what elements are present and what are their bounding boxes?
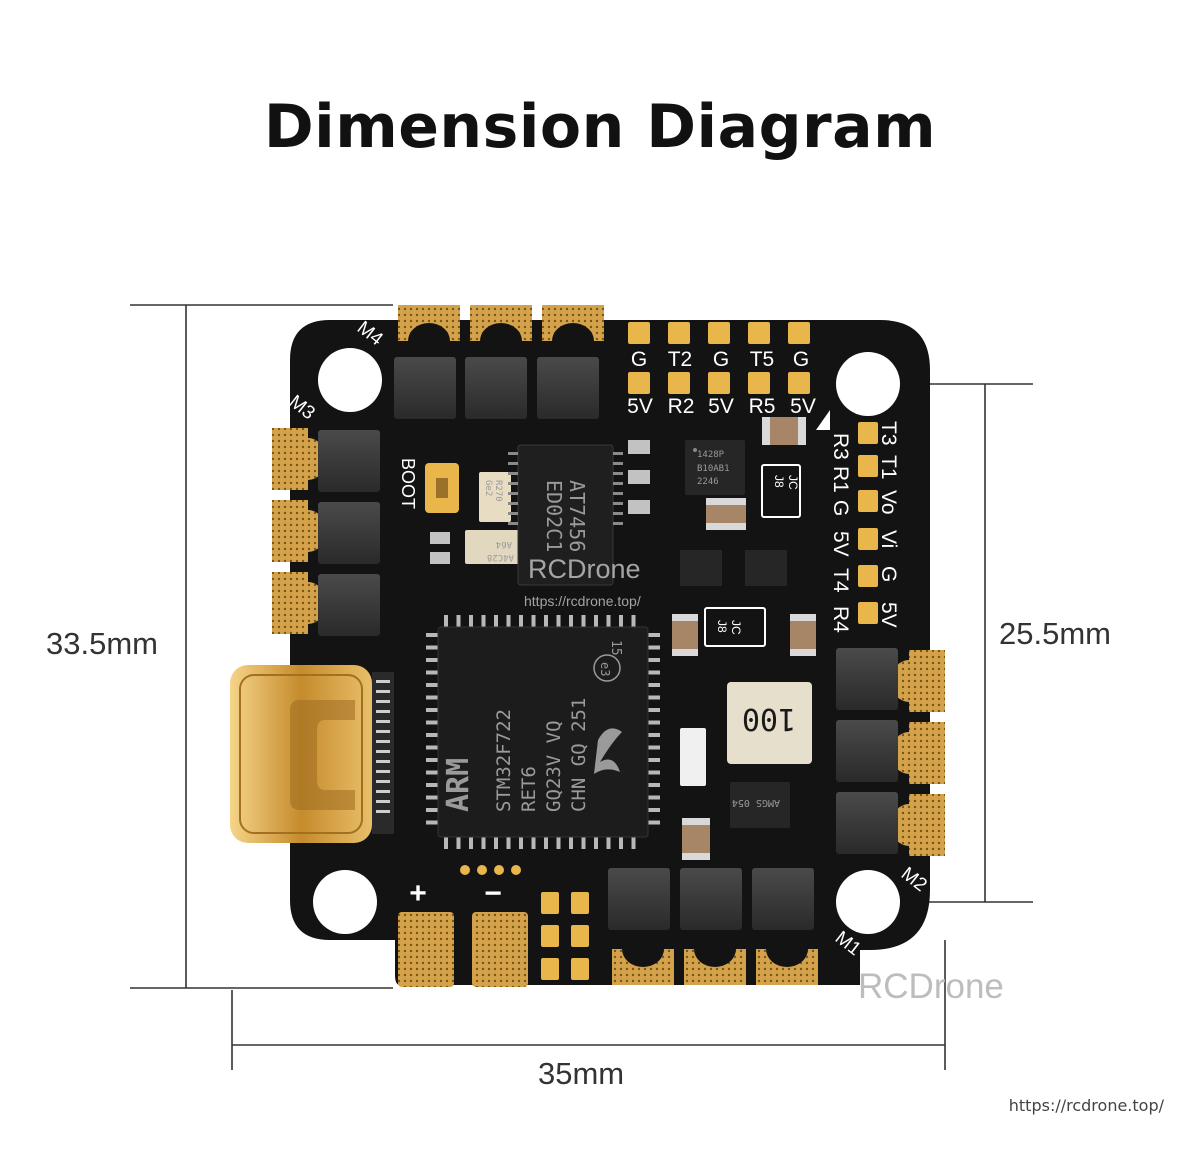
small-part [465, 530, 521, 564]
top-pad-label-3: G [713, 348, 729, 371]
jc-mark-2-text-2: JC [729, 620, 743, 635]
mcu-pins [426, 615, 660, 849]
bottom-pad-label-3: 5V [708, 395, 734, 418]
st-logo-icon [594, 728, 622, 774]
top-pad-labels: G T2 G T5 G 5V R2 5V R5 5V [627, 348, 816, 418]
motor-pads-top [398, 305, 604, 341]
jc-mark-1-text-1: J8 [772, 475, 786, 488]
flash-chip-pins [508, 452, 623, 525]
ic-small-2 [730, 782, 790, 828]
motor-pads-bottom [612, 949, 818, 985]
boot-pad-center [436, 478, 448, 498]
mcu-text-origin: CHN GQ 251 [568, 698, 590, 812]
dim-height-mount-label: 25.5mm [999, 616, 1111, 651]
top-signal-pads [628, 322, 810, 394]
dimension-lines [130, 304, 1033, 1070]
jc-mark-2-text-1: J8 [715, 620, 729, 633]
right-pad-label-inner-6: R4 [829, 606, 852, 633]
flash-chip-text-1: AT7456 [565, 480, 589, 552]
mcu-text-model: STM32F722 [493, 709, 515, 812]
power-pad-positive [398, 912, 454, 987]
footer-url: https://rcdrone.top/ [1008, 1096, 1164, 1115]
watermark-center-url: https://rcdrone.top/ [524, 593, 641, 609]
motor-pads-left [272, 428, 326, 634]
mount-hole-bottom-right [836, 870, 900, 934]
top-pad-label-1: G [631, 348, 647, 371]
jc-mark-2 [704, 607, 766, 647]
flash-chip-text-2: ED02C1 [542, 480, 566, 552]
dim-width-label: 35mm [538, 1056, 625, 1091]
top-pad-label-4: T5 [750, 348, 775, 371]
small-solder-pads [460, 865, 589, 980]
right-pad-label-outer-2: T1 [877, 455, 900, 480]
boot-label: BOOT [398, 458, 418, 509]
ic-small-2-text: AMGS 054 [732, 797, 780, 808]
right-pad-label-outer-4: Vi [877, 530, 900, 548]
right-pad-label-outer-3: Vo [877, 490, 900, 515]
bottom-pad-label-4: R5 [749, 395, 776, 418]
right-pad-label-inner-3: G [829, 500, 852, 516]
power-label-plus: + [409, 877, 427, 910]
right-pad-label-inner-2: R1 [829, 466, 852, 493]
mount-hole-bottom-left [313, 870, 377, 934]
bottom-pad-label-5: 5V [790, 395, 816, 418]
ic-small-1-text-2: B10AB1 [697, 464, 730, 474]
power-pad-negative [472, 912, 528, 987]
top-pad-label-5: G [793, 348, 809, 371]
ic-small-1-text-1: 1428P [697, 450, 725, 460]
bottom-pad-label-2: R2 [668, 395, 695, 418]
right-pad-labels-outer: T3 T1 Vo Vi G 5V [877, 421, 900, 628]
small-part-text-1: A64 [496, 539, 512, 549]
motor-pads-right [891, 650, 945, 856]
passive-components [430, 417, 816, 860]
right-pad-label-inner-1: R3 [829, 433, 852, 460]
mcu-badge-circle [593, 654, 621, 682]
mount-hole-top-left [318, 348, 382, 412]
right-pad-label-outer-1: T3 [877, 421, 900, 446]
power-label-minus: − [484, 877, 502, 910]
ic-small-1 [685, 440, 745, 495]
right-pad-label-outer-6: 5V [877, 602, 900, 628]
pin-one-marker [816, 410, 830, 430]
watermark-bottom: RCDrone [858, 967, 1004, 1006]
crystal-text-2: Ge2 [483, 480, 493, 496]
bottom-pad-label-1: 5V [627, 395, 653, 418]
right-pad-labels-inner: R3 R1 G 5V T4 R4 [829, 433, 852, 633]
jc-mark-1 [761, 464, 801, 518]
watermark-center: RCDrone [528, 554, 641, 584]
ic-small-1-text-3: 2246 [697, 477, 719, 487]
right-signal-pads [858, 422, 878, 624]
mcu-badge-2: 15 [608, 640, 623, 656]
right-pad-label-outer-5: G [877, 566, 900, 582]
jc-mark-1-text-2: JC [786, 475, 800, 490]
right-pad-label-inner-5: T4 [829, 568, 852, 593]
mosfets [318, 357, 898, 930]
mcu-chip [437, 626, 649, 838]
usb-c-port [230, 665, 394, 843]
mcu-text-suffix: RET6 [518, 766, 540, 812]
mcu-text-arm: ARM [441, 758, 476, 812]
crystal [479, 472, 511, 522]
right-pad-label-inner-4: 5V [829, 531, 852, 557]
top-pad-label-2: T2 [668, 348, 693, 371]
small-part-text-2: A4C28 [487, 552, 514, 562]
page-title: Dimension Diagram [263, 92, 937, 162]
dim-height-outer-label: 33.5mm [46, 626, 158, 661]
mounting-holes [313, 348, 900, 934]
inductor-text: 100 [742, 701, 796, 736]
crystal-text-1: R270 [493, 480, 503, 502]
mcu-badge-1: e3 [598, 662, 612, 676]
mcu-text: ARM STM32F722 RET6 GQ23V VQ CHN GQ 251 [441, 698, 590, 812]
mcu-text-lot: GQ23V VQ [543, 720, 565, 812]
inductor [727, 682, 812, 764]
mount-hole-top-right [836, 352, 900, 416]
